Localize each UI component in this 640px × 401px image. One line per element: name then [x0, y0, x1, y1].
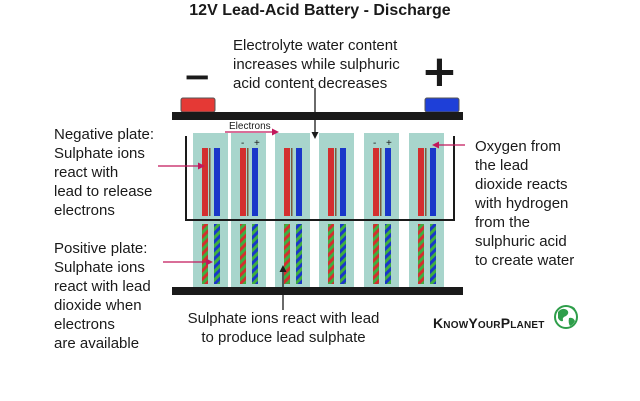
sulphated-negative-plate-3: [284, 224, 290, 284]
cell-minus-mark-1: -: [241, 138, 244, 149]
annotation-line: dioxide reacts: [475, 176, 568, 193]
oxygen-leader-head: [432, 141, 439, 149]
positive-plate-leader-head: [206, 258, 213, 266]
annotation-line: Sulphate ions react with lead: [187, 310, 380, 327]
annotation-line: react with: [54, 164, 119, 181]
lead-dioxide-plate-5: [385, 148, 391, 216]
plate-separator-1: [209, 148, 211, 216]
positive-plate-annotation: Positive plate: Sulphate ions react with…: [54, 239, 151, 353]
sulphated-positive-plate-5: [385, 224, 391, 284]
cell-plus-mark-1: +: [254, 138, 260, 149]
electron-arrow-head: [272, 128, 279, 136]
plate-separator-2: [247, 148, 249, 216]
lead-plate-3: [284, 148, 290, 216]
annotation-line: from the: [475, 214, 531, 231]
lead-plate-2: [240, 148, 246, 216]
negative-plate-annotation: Negative plate: Sulphate ions react with…: [54, 125, 154, 220]
cell-divider-3: [316, 133, 318, 287]
cells-group: [193, 133, 444, 287]
lead-dioxide-plate-3: [296, 148, 302, 216]
annotation-line: Electrolyte water content: [233, 37, 398, 54]
sulphated-negative-plate-4: [328, 224, 334, 284]
negative-plate-leader-head: [198, 162, 205, 170]
cell-divider-2: [272, 133, 274, 287]
annotation-line: sulphuric acid: [475, 233, 567, 250]
cell-divider-1: [228, 133, 230, 287]
annotation-line: lead to release: [54, 183, 153, 200]
annotation-line: increases while sulphuric: [233, 56, 400, 73]
annotation-line: dioxide when: [54, 297, 142, 314]
lead-dioxide-plate-4: [340, 148, 346, 216]
cell-plus-mark-2: +: [386, 138, 392, 149]
sulphated-negative-plate-2: [240, 224, 246, 284]
plate-separator-3: [291, 148, 293, 216]
lead-plate-4: [328, 148, 334, 216]
diagram-title: 12V Lead-Acid Battery - Discharge: [189, 2, 451, 19]
plate-separator-6: [425, 148, 427, 216]
external-wire: [185, 136, 455, 221]
annotation-line: with hydrogen: [475, 195, 569, 212]
cell-minus-mark-2: -: [373, 138, 376, 149]
sulphated-positive-plate-4: [340, 224, 346, 284]
brand-logo: KnowYourPlanet: [433, 315, 545, 331]
sulphated-positive-plate-3: [296, 224, 302, 284]
annotation-line: electrons: [54, 202, 115, 219]
annotation-line: to create water: [475, 252, 575, 269]
battery-lid: [172, 112, 463, 120]
electrolyte-annotation: Electrolyte water content increases whil…: [233, 36, 400, 93]
annotation-line: the lead: [475, 157, 529, 174]
positive-terminal: [424, 97, 460, 113]
lead-dioxide-plate-2: [252, 148, 258, 216]
negative-terminal: [180, 97, 216, 113]
lead-plate-1: [202, 148, 208, 216]
sulphate-annotation: Sulphate ions react with lead to produce…: [185, 309, 382, 347]
annotation-line: react with lead: [54, 278, 151, 295]
sulphated-negative-plate-5: [373, 224, 379, 284]
sulphated-negative-plate-6: [418, 224, 424, 284]
sulphate-leader-head: [279, 265, 287, 272]
annotation-line: are available: [54, 335, 140, 352]
lead-dioxide-plate-1: [214, 148, 220, 216]
globe-icon: [554, 305, 578, 329]
annotation-line: acid content decreases: [233, 75, 388, 92]
plate-separator-5: [380, 148, 382, 216]
cell-divider-4: [361, 133, 363, 287]
lead-plate-5: [373, 148, 379, 216]
cell-divider-5: [406, 133, 408, 287]
annotation-line: electrons: [54, 316, 115, 333]
lead-plate-6: [418, 148, 424, 216]
plate-separator-4: [335, 148, 337, 216]
annotation-line: Sulphate ions: [54, 145, 145, 162]
sulphated-positive-plate-2: [252, 224, 258, 284]
oxygen-annotation: Oxygen from the lead dioxide reacts with…: [475, 137, 574, 270]
annotation-line: Sulphate ions: [54, 259, 145, 276]
battery-base: [172, 287, 463, 295]
annotation-line: Oxygen from: [475, 138, 561, 155]
annotation-line: to produce lead sulphate: [201, 329, 366, 346]
annotation-line: Positive plate:: [54, 240, 148, 257]
sulphated-positive-plate-6: [430, 224, 436, 284]
positive-sign: +: [421, 46, 458, 97]
sulphated-positive-plate-1: [214, 224, 220, 284]
negative-sign: −: [183, 57, 212, 97]
sulphated-negative-plate-1: [202, 224, 208, 284]
electrons-label: Electrons: [229, 121, 271, 132]
annotation-line: Negative plate:: [54, 126, 155, 143]
electrolyte-leader-head: [311, 132, 319, 139]
lead-dioxide-plate-6: [430, 148, 436, 216]
